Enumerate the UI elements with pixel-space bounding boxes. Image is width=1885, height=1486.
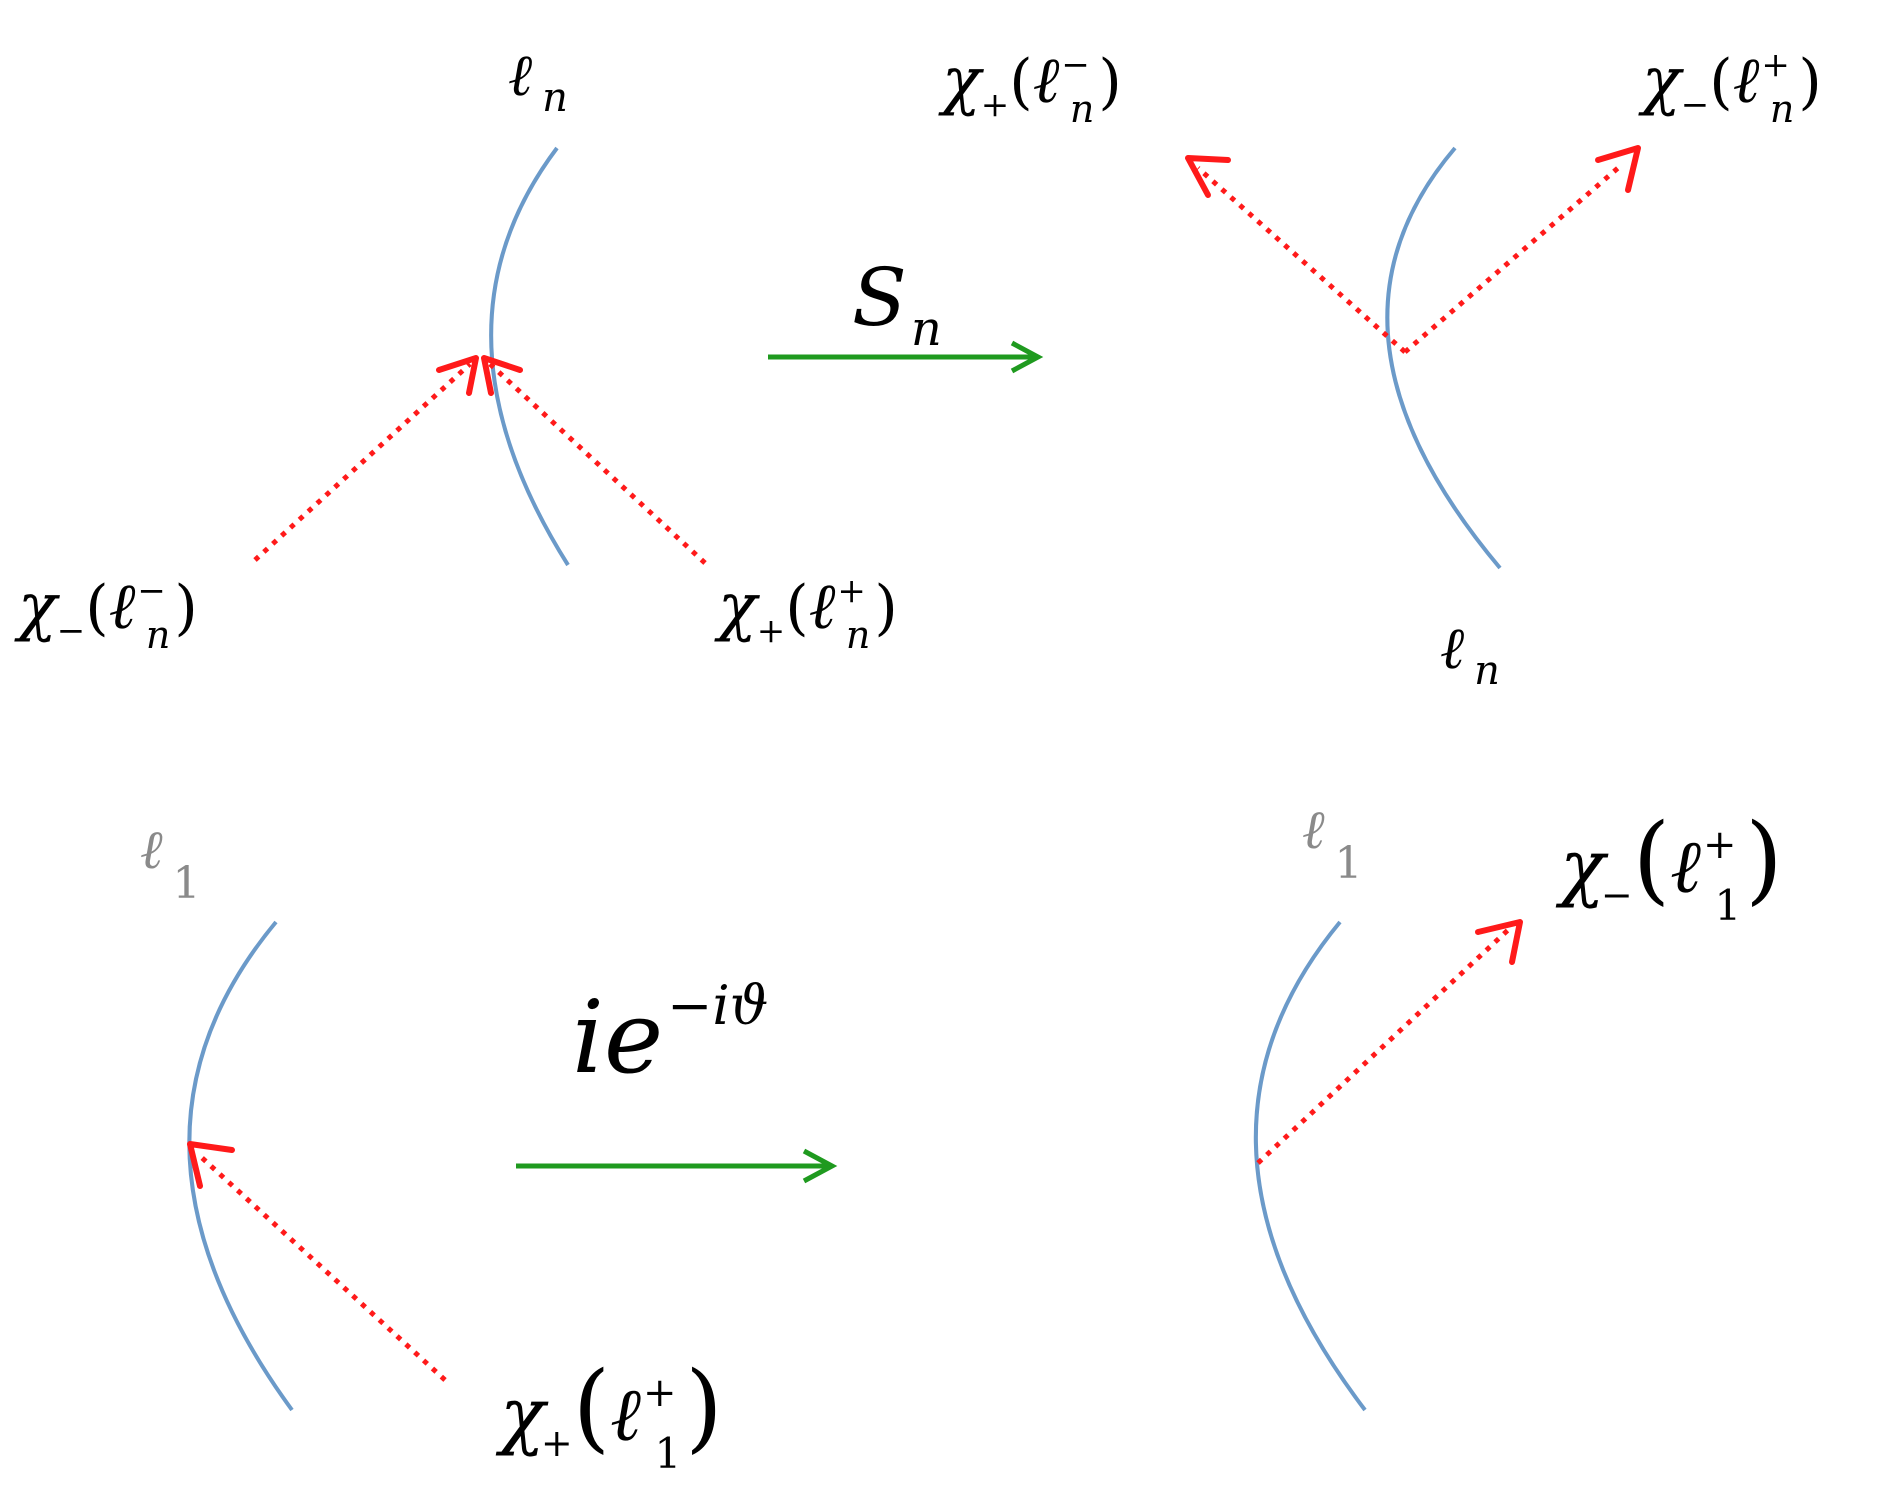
arrowhead-outgoing-left (1185, 155, 1231, 198)
label-l1-bottom-right: ℓ1 (1302, 798, 1363, 889)
ray-chi-minus-outgoing (1403, 166, 1620, 354)
map-arrow-top-head (1010, 340, 1044, 374)
ray-chi-minus-incoming (253, 362, 472, 562)
label-sn: Sn (852, 251, 942, 357)
label-l1-bottom-left: ℓ1 (140, 818, 201, 909)
ray-chi-plus-incoming (488, 362, 707, 565)
label-chi-plus-ln-minus: χ+(ℓ−n) (938, 44, 1122, 131)
curve-l1-bottom-right (1253, 920, 1367, 1412)
curve-ln-top-left (489, 146, 570, 567)
arrowhead-incoming-left (436, 355, 479, 396)
arrowhead-incoming-right (481, 355, 523, 396)
ray-chi-minus-outgoing-boundary (1256, 928, 1510, 1165)
label-chi-plus-ln-plus: χ+(ℓ+n) (714, 570, 898, 657)
arrowhead-outgoing-right (1595, 145, 1641, 193)
map-arrow-top: Sn (768, 251, 1044, 374)
label-chi-minus-l1-plus: χ−(ℓ+1) (1555, 803, 1783, 930)
curve-l1-bottom-left (187, 920, 294, 1412)
ray-chi-plus-outgoing (1196, 166, 1407, 354)
arrowhead-outgoing-boundary (1475, 919, 1523, 965)
label-chi-minus-ln-plus: χ−(ℓ+n) (1638, 44, 1822, 131)
ray-chi-plus-incoming-boundary (198, 1154, 447, 1382)
panel-bottom-right: ℓ1 χ−(ℓ+1) (1253, 798, 1783, 1412)
label-chi-minus-ln-minus: χ−(ℓ−n) (14, 570, 198, 657)
map-arrow-bottom: ie−iϑ (516, 974, 838, 1184)
label-ie-minus-i-theta: ie−iϑ (572, 974, 768, 1096)
curve-ln-top-right (1385, 146, 1502, 570)
label-chi-plus-l1-plus: χ+(ℓ+1) (495, 1351, 723, 1478)
panel-bottom-left: ℓ1 χ+(ℓ+1) (140, 818, 723, 1478)
arrowhead-incoming-boundary (187, 1141, 235, 1189)
map-arrow-bottom-head (802, 1148, 838, 1184)
